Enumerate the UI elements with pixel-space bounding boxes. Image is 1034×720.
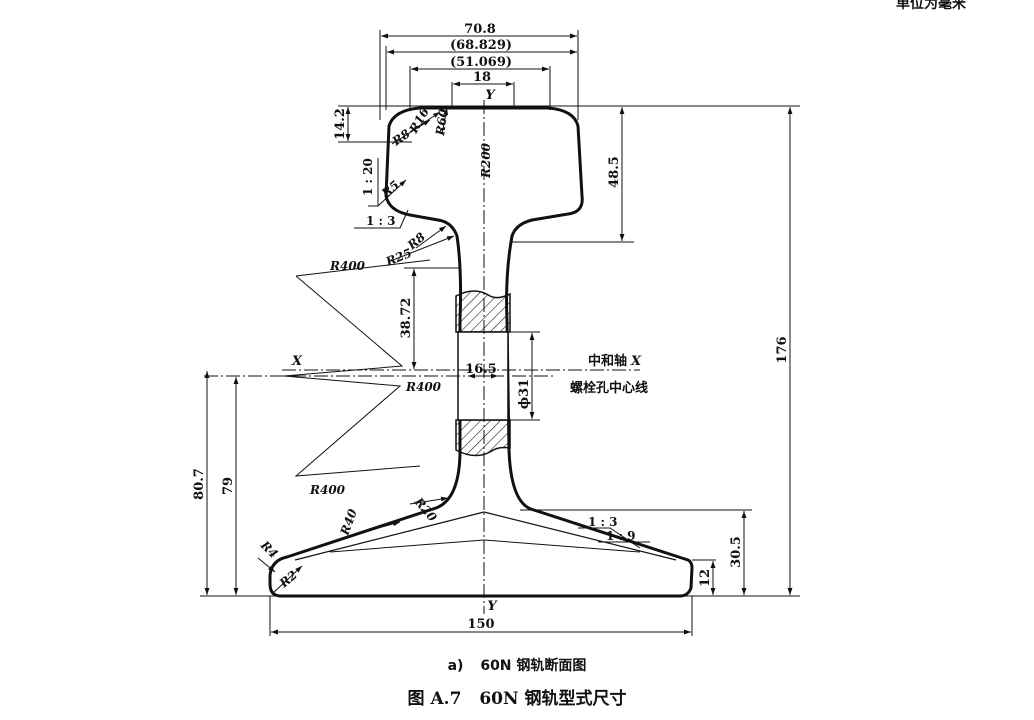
hatch-upper — [455, 290, 511, 333]
label-slope-1-9: 1 : 9 — [606, 529, 635, 543]
dimension-lines — [204, 33, 793, 635]
dimension-texts: 70.8 (68.829) (51.069) 18 14.2 48.5 176 … — [192, 22, 790, 632]
label-slope-1-3-head: 1 : 3 — [366, 214, 395, 228]
r400-leader-lower — [283, 375, 421, 477]
label-r60: R60 — [433, 107, 451, 137]
dim-12: 12 — [698, 569, 713, 587]
dim-51-069: (51.069) — [450, 55, 512, 70]
dim-80-7: 80.7 — [192, 468, 207, 500]
unit-note: 单位为毫米 — [896, 0, 966, 12]
base-lower-slope-line — [329, 539, 641, 553]
label-r25: R25 — [383, 246, 414, 269]
dim-14-2: 14.2 — [333, 108, 348, 140]
label-slope-1-20: 1 : 20 — [361, 158, 375, 196]
label-r200: R200 — [479, 142, 493, 179]
dim-30-5: 30.5 — [729, 536, 744, 568]
label-r400-mid: R400 — [405, 380, 442, 394]
sub-caption-title: 60N 钢轨断面图 — [480, 658, 587, 674]
figure-title: 60N 钢轨型式尺寸 — [479, 689, 627, 709]
axis-y-bottom: Y — [487, 599, 498, 614]
r400-leader-upper — [283, 275, 404, 377]
axis-labels: Y Y X — [291, 88, 498, 614]
slope-texts: 1 : 20 1 : 3 1 : 3 1 : 9 — [361, 158, 635, 543]
base-slope-line-right — [483, 511, 677, 561]
axis-x-left: X — [291, 354, 303, 369]
base-slope-line-left — [294, 511, 485, 561]
dim-16-5: 16.5 — [465, 362, 497, 377]
label-r5: R5 — [378, 178, 402, 201]
hatch-lower — [455, 419, 511, 457]
label-slope-1-3-base: 1 : 3 — [588, 515, 617, 529]
label-r4: R4 — [257, 538, 281, 562]
label-r400-upper: R400 — [329, 259, 366, 273]
dim-48-5: 48.5 — [607, 156, 622, 188]
label-r20: R20 — [411, 494, 440, 525]
extension-lines — [200, 30, 800, 636]
dim-70-8: 70.8 — [464, 22, 496, 37]
figure-number: 图 A.7 — [407, 689, 462, 709]
dim-68-829: (68.829) — [450, 38, 512, 53]
slope-symbols — [354, 158, 650, 549]
figure-caption: 图 A.7 60N 钢轨型式尺寸 — [0, 684, 1034, 709]
dim-phi-31: ϕ31 — [517, 379, 532, 409]
sub-caption: a) 60N 钢轨断面图 — [0, 655, 1034, 675]
label-r400-lower: R400 — [309, 483, 346, 497]
dim-18: 18 — [473, 70, 491, 85]
bolt-hole-center-label: 螺栓孔中心线 — [570, 380, 648, 396]
dim-150: 150 — [467, 617, 494, 632]
r400-leader-middle — [295, 259, 431, 277]
radius-leaders — [257, 107, 455, 595]
dim-79: 79 — [221, 477, 236, 495]
sub-caption-letter: a) — [447, 658, 464, 674]
axis-y-top: Y — [485, 88, 496, 103]
dim-176: 176 — [775, 336, 790, 363]
dim-38-72: 38.72 — [399, 298, 414, 339]
